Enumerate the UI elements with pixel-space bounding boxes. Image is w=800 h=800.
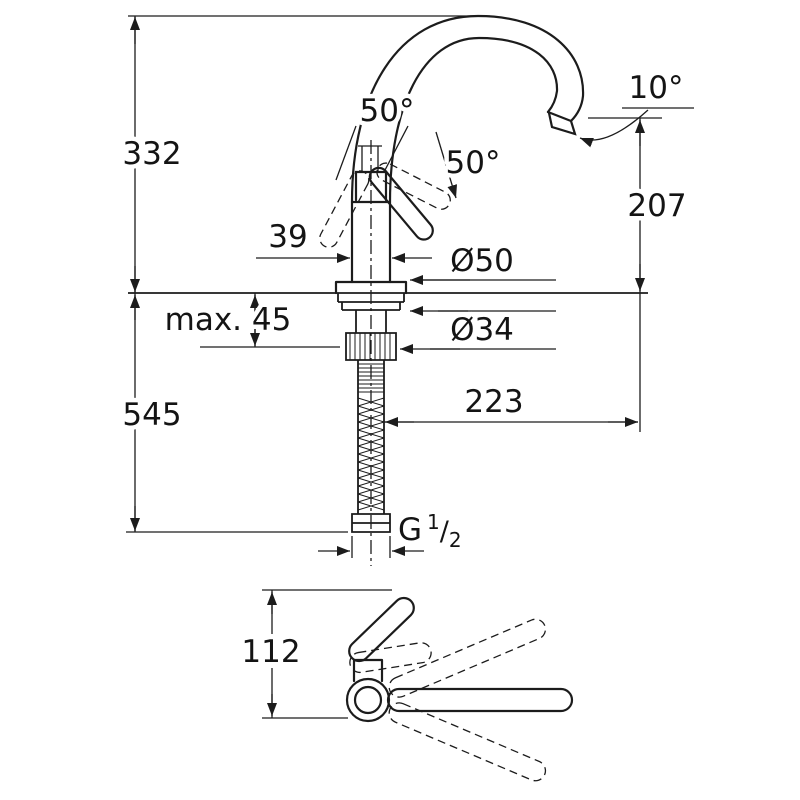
dim-projection: 223 [464, 384, 523, 420]
plan-body-outer-circle [345, 677, 391, 723]
dim-escutcheon-dia: Ø50 [450, 243, 514, 279]
plan-lever [348, 596, 415, 663]
dim-spout-height: 207 [627, 188, 686, 224]
spout-angle-arc [579, 109, 649, 148]
dimension-labels: 332 545 max. 45 39 Ø50 Ø34 207 10° 50° 5… [118, 66, 691, 675]
thread-lines [358, 363, 384, 393]
dim-hole-dia: Ø34 [450, 312, 514, 348]
handle-angle-leader-c [435, 131, 458, 199]
dim-under-counter: 545 [122, 397, 181, 433]
faucet-front-view [319, 14, 585, 566]
supply-hose-braid [357, 397, 385, 511]
plan-lever-alt [349, 642, 432, 674]
thread-prefix: G [398, 512, 422, 548]
faucet-bottom-view [345, 596, 574, 782]
thread-numerator: 1 [427, 510, 440, 534]
mounting-nut [345, 332, 397, 361]
plan-body-inner-circle [353, 685, 383, 715]
dimension-lines [130, 16, 649, 718]
gasket-plates [337, 293, 405, 311]
handle-lever [368, 166, 434, 241]
spout-outer-curve [350, 14, 585, 204]
hose-end-fitting [351, 513, 391, 533]
dim-body-width: 39 [268, 219, 307, 255]
dim-handle-angle-left: 50° [360, 93, 415, 129]
mounting-shank [355, 310, 387, 333]
dim-max-deck-thickness: max. 45 [165, 302, 292, 338]
threaded-tube [357, 360, 385, 396]
plan-body-cap [352, 658, 384, 683]
reference-lines [126, 15, 694, 719]
handle-lever-alt-right [376, 162, 451, 210]
spout-inner-curve [388, 36, 559, 204]
escutcheon [334, 280, 408, 295]
spout-outlet-aerator [546, 110, 577, 136]
mounting-nut-serration [349, 333, 391, 360]
dim-height-total: 332 [122, 136, 181, 172]
plan-handle-swing-down [388, 702, 547, 782]
handle-angle-leader-b [383, 125, 409, 173]
dim-handle-angle-right: 50° [446, 145, 501, 181]
handle-lever-alt-left [319, 170, 370, 248]
plan-handle-swing-up [388, 618, 547, 698]
handle-angle-leader-a [335, 125, 357, 181]
dim-spout-angle: 10° [629, 70, 684, 106]
dim-handle-clearance: 112 [241, 634, 300, 670]
plan-handle-bar [386, 687, 574, 713]
thread-denominator: 2 [449, 528, 462, 552]
